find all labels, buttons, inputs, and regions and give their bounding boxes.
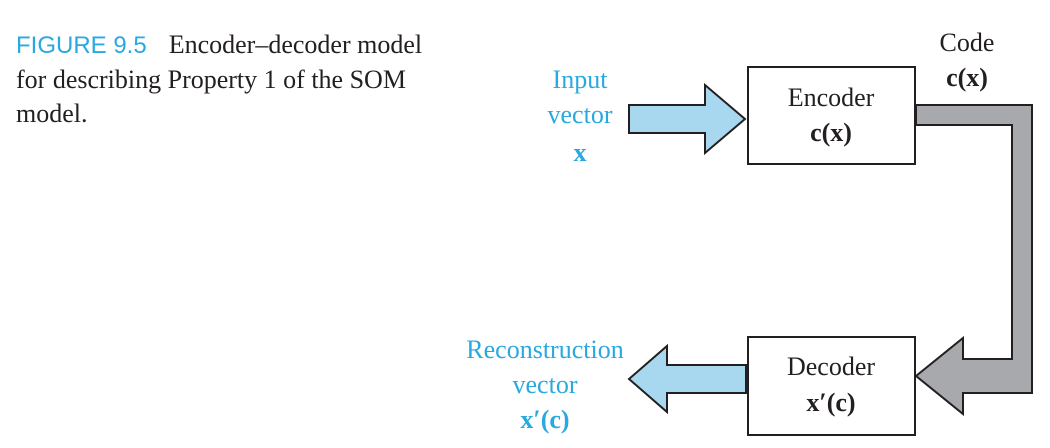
code-title: Code (940, 28, 995, 57)
code-function: c(x) (946, 63, 988, 92)
encoder-function: c(x) (810, 118, 852, 147)
encoder-box (747, 66, 916, 165)
output-symbol: x′(c) (520, 405, 569, 434)
output-arrow (627, 343, 747, 415)
input-symbol: x (574, 138, 587, 167)
decoder-box (747, 336, 916, 436)
decoder-function: x′(c) (806, 388, 855, 417)
input-label-line2: vector (548, 100, 613, 129)
decoder-title: Decoder (787, 352, 875, 381)
code-channel-arrow (914, 104, 1033, 417)
input-arrow (628, 82, 747, 156)
encoder-title: Encoder (788, 83, 875, 112)
figure-label: FIGURE 9.5 (16, 32, 147, 59)
output-label-line2: vector (513, 370, 578, 399)
output-label-line1: Reconstruction (466, 335, 623, 364)
input-label-line1: Input (553, 65, 609, 94)
figure-caption-text: Encoder–decoder model for describing Pro… (16, 30, 423, 128)
